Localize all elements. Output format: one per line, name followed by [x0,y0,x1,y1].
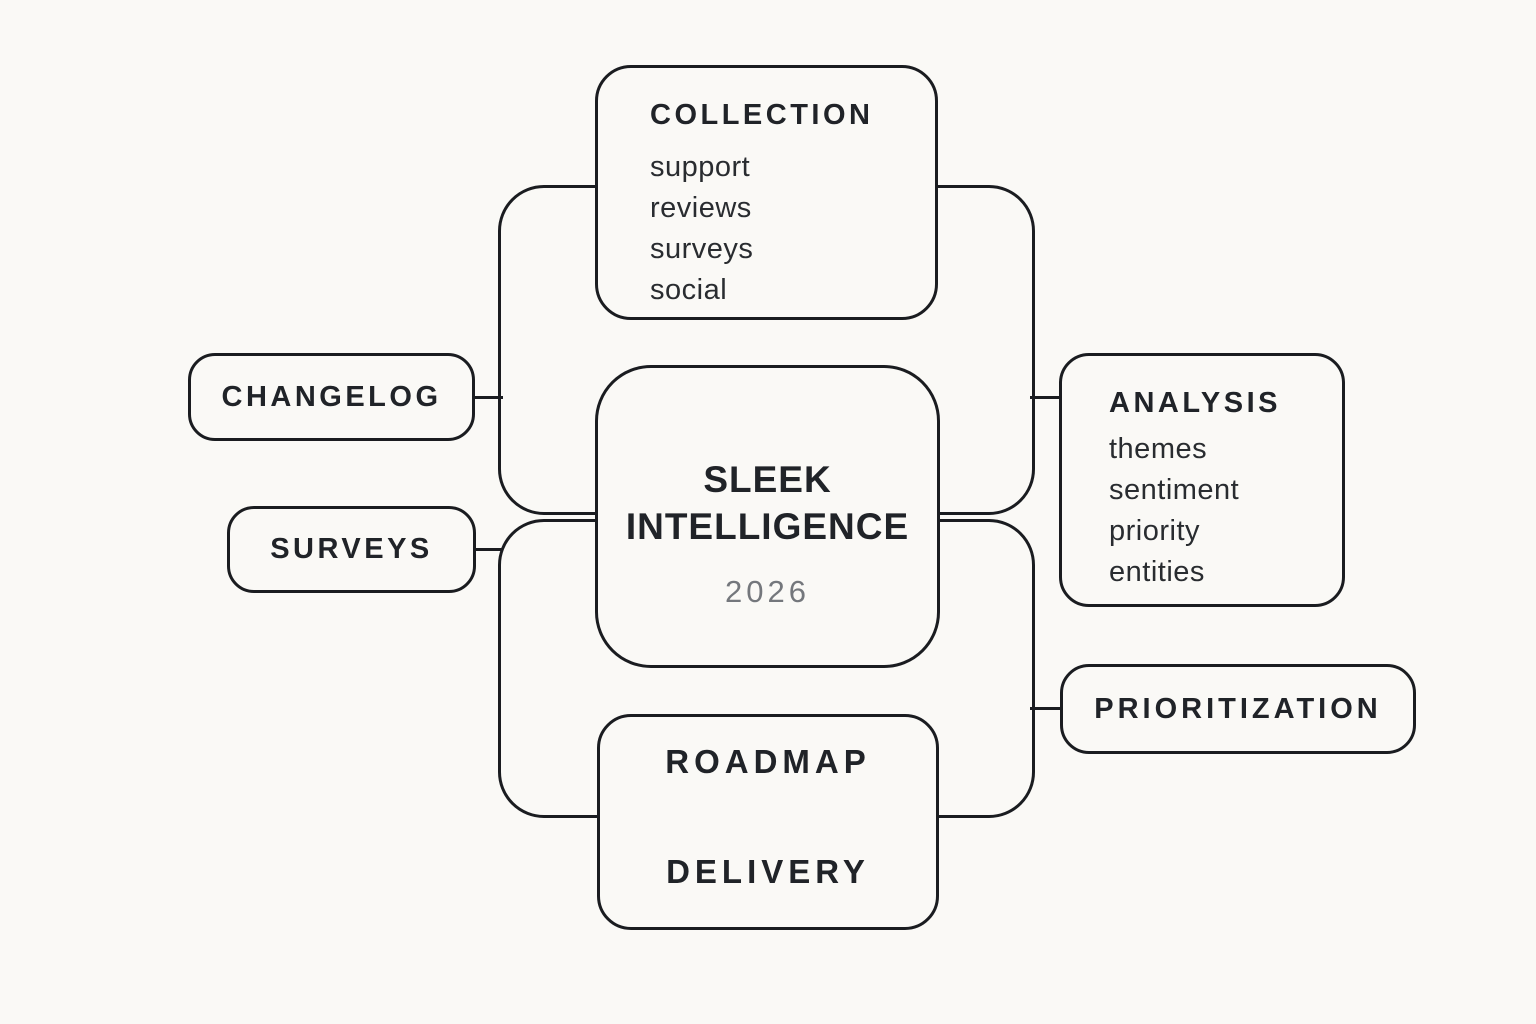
surveys-connector-line [472,548,503,551]
roadmap-label: ROADMAP [665,743,871,780]
collection-item: support [650,151,751,183]
changelog-connector-line [471,396,503,399]
node-surveys: SURVEYS [227,506,476,593]
collection-item: reviews [650,192,752,224]
center-title-line1: SLEEK [703,459,832,500]
center-title: SLEEK INTELLIGENCE [598,368,937,550]
collection-title: COLLECTION [650,99,874,131]
analysis-item: entities [1109,556,1205,588]
delivery-label: DELIVERY [666,853,870,890]
center-title-line2: INTELLIGENCE [625,506,910,547]
analysis-item: sentiment [1109,474,1240,506]
analysis-item-list: themes sentiment priority entities [1109,429,1342,593]
node-roadmap-delivery: ROADMAP DELIVERY [597,714,939,930]
center-year: 2026 [725,574,810,609]
node-collection: COLLECTION support reviews surveys socia… [595,65,938,320]
analysis-connector-line [1030,396,1064,399]
collection-item: surveys [650,233,754,265]
analysis-item: themes [1109,433,1208,465]
analysis-item: priority [1109,515,1201,547]
node-analysis: ANALYSIS themes sentiment priority entit… [1059,353,1345,607]
node-prioritization: PRIORITIZATION [1060,664,1416,754]
analysis-title: ANALYSIS [1109,387,1281,419]
prioritization-connector-line [1030,707,1065,710]
node-changelog: CHANGELOG [188,353,475,441]
node-sleek-intelligence: SLEEK INTELLIGENCE 2026 [595,365,940,668]
collection-item: social [650,274,728,306]
collection-item-list: support reviews surveys social [650,147,935,311]
